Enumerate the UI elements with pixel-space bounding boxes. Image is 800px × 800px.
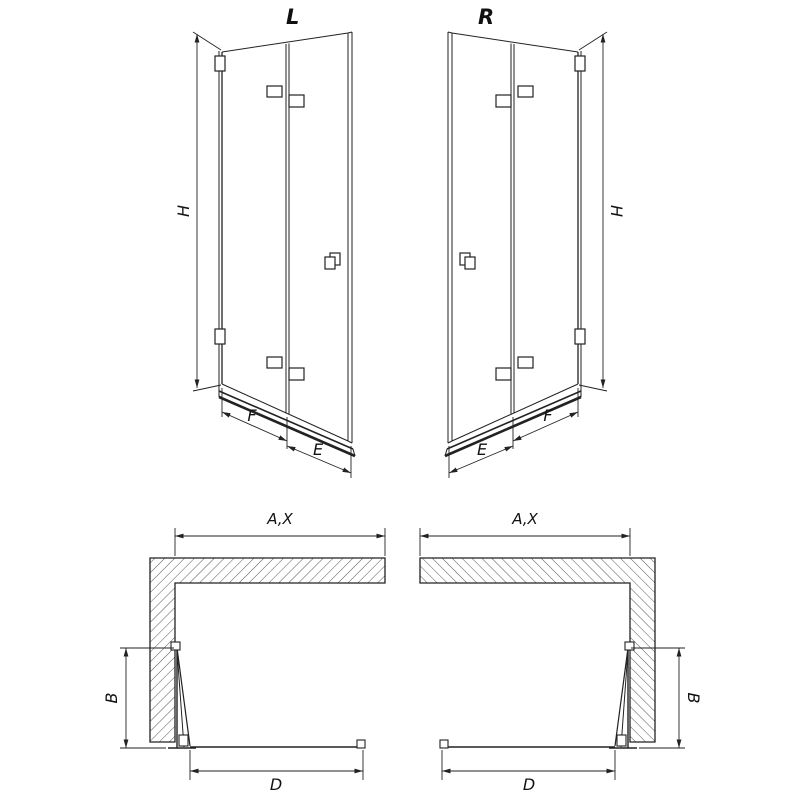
front-panel-label-right: F xyxy=(543,406,553,425)
fold-depth-label-right: B xyxy=(684,693,703,704)
height-label-right: H xyxy=(607,205,626,217)
entry-width-label-left: D xyxy=(270,775,282,794)
return-panel-label-right: E xyxy=(477,440,488,459)
width-label-right: A,X xyxy=(511,510,538,528)
plan-view-left xyxy=(120,528,385,780)
fold-depth-label-left: B xyxy=(102,693,121,704)
entry-width-label-right: D xyxy=(523,775,535,794)
return-panel-label-left: E xyxy=(313,440,324,459)
door-elevation-left xyxy=(193,32,355,478)
plan-view-right xyxy=(420,528,685,780)
width-label-left: A,X xyxy=(266,510,293,528)
variant-label-left: L xyxy=(286,5,299,29)
height-label-left: H xyxy=(174,205,193,217)
door-elevation-right xyxy=(445,32,607,478)
front-panel-label-left: F xyxy=(247,406,257,425)
variant-label-right: R xyxy=(478,5,494,29)
